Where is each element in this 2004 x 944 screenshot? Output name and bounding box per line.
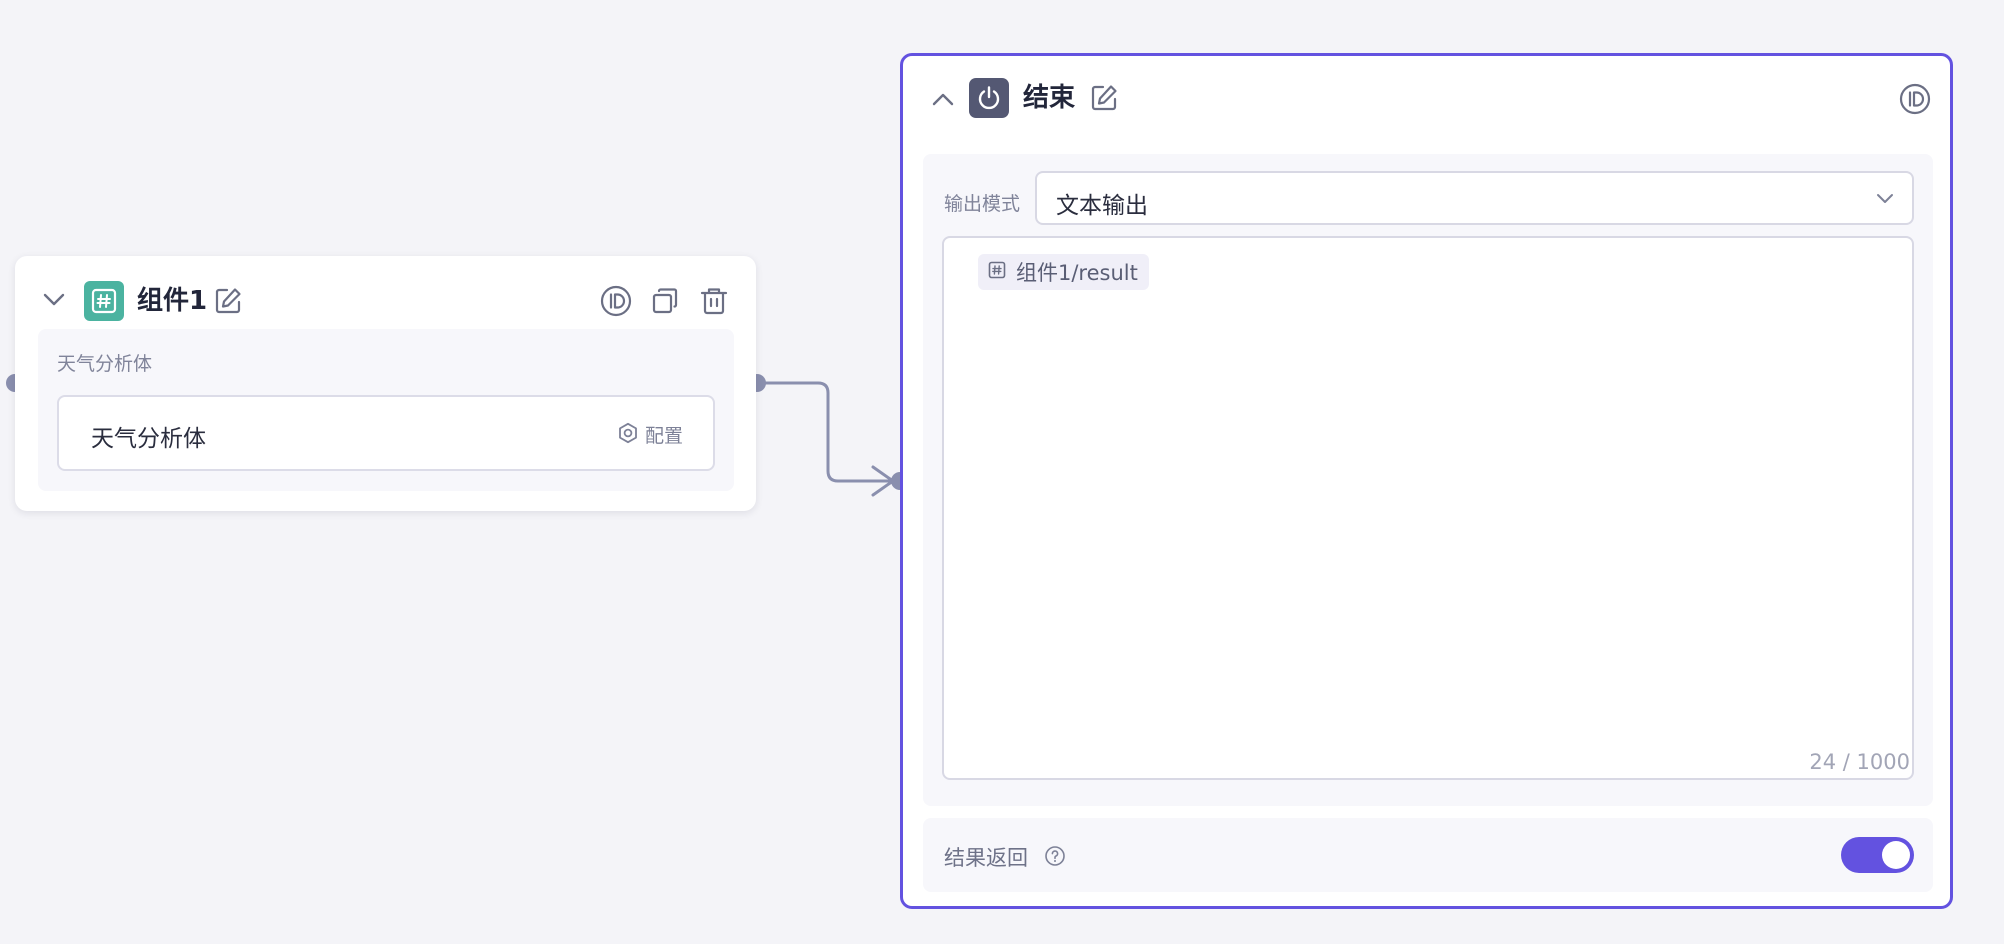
agent-selector[interactable]: 天气分析体 配置: [57, 395, 715, 471]
power-icon: [969, 78, 1009, 118]
settings-icon: [617, 422, 639, 448]
output-text-editor[interactable]: 组件1/result 24 / 1000: [942, 236, 1914, 780]
component-node-body: 天气分析体 天气分析体 配置: [38, 329, 734, 491]
edit-icon[interactable]: [1086, 80, 1122, 116]
config-button[interactable]: 配置: [617, 421, 683, 448]
output-mode-select[interactable]: 文本输出: [1035, 171, 1914, 225]
end-node-title: 结束: [1023, 83, 1076, 113]
config-label: 配置: [644, 425, 683, 447]
return-result-toggle[interactable]: [1841, 837, 1914, 873]
return-result-label: 结果返回: [944, 846, 1028, 870]
component-node-title: 组件1: [137, 286, 208, 316]
trash-icon[interactable]: [696, 283, 732, 319]
agent-section-label: 天气分析体: [57, 353, 153, 375]
variable-tag[interactable]: 组件1/result: [978, 254, 1149, 290]
chevron-down-icon: [1874, 187, 1896, 213]
toggle-knob: [1882, 841, 1910, 869]
hash-icon: [84, 281, 124, 321]
copy-icon[interactable]: [647, 283, 683, 319]
hash-icon: [988, 261, 1006, 283]
help-icon[interactable]: [1044, 845, 1066, 867]
variable-tag-text: 组件1/result: [1016, 261, 1138, 285]
component-node-header: 组件1: [15, 256, 756, 330]
edit-icon[interactable]: [210, 283, 246, 319]
output-mode-label: 输出模式: [944, 193, 1021, 215]
output-mode-value: 文本输出: [1056, 193, 1148, 219]
id-icon[interactable]: [1897, 81, 1933, 117]
chevron-down-icon[interactable]: [40, 286, 68, 314]
chevron-up-icon[interactable]: [929, 85, 957, 113]
end-node-body: 输出模式 文本输出 组件1/result 24 / 10: [923, 154, 1933, 806]
agent-name: 天气分析体: [91, 426, 206, 452]
return-result-row: 结果返回: [923, 818, 1933, 892]
end-node[interactable]: 结束 输出模式 文本输出: [900, 53, 1953, 909]
id-icon[interactable]: [598, 283, 634, 319]
char-count: 24 / 1000: [1809, 750, 1910, 774]
component-node[interactable]: 组件1: [15, 256, 756, 511]
